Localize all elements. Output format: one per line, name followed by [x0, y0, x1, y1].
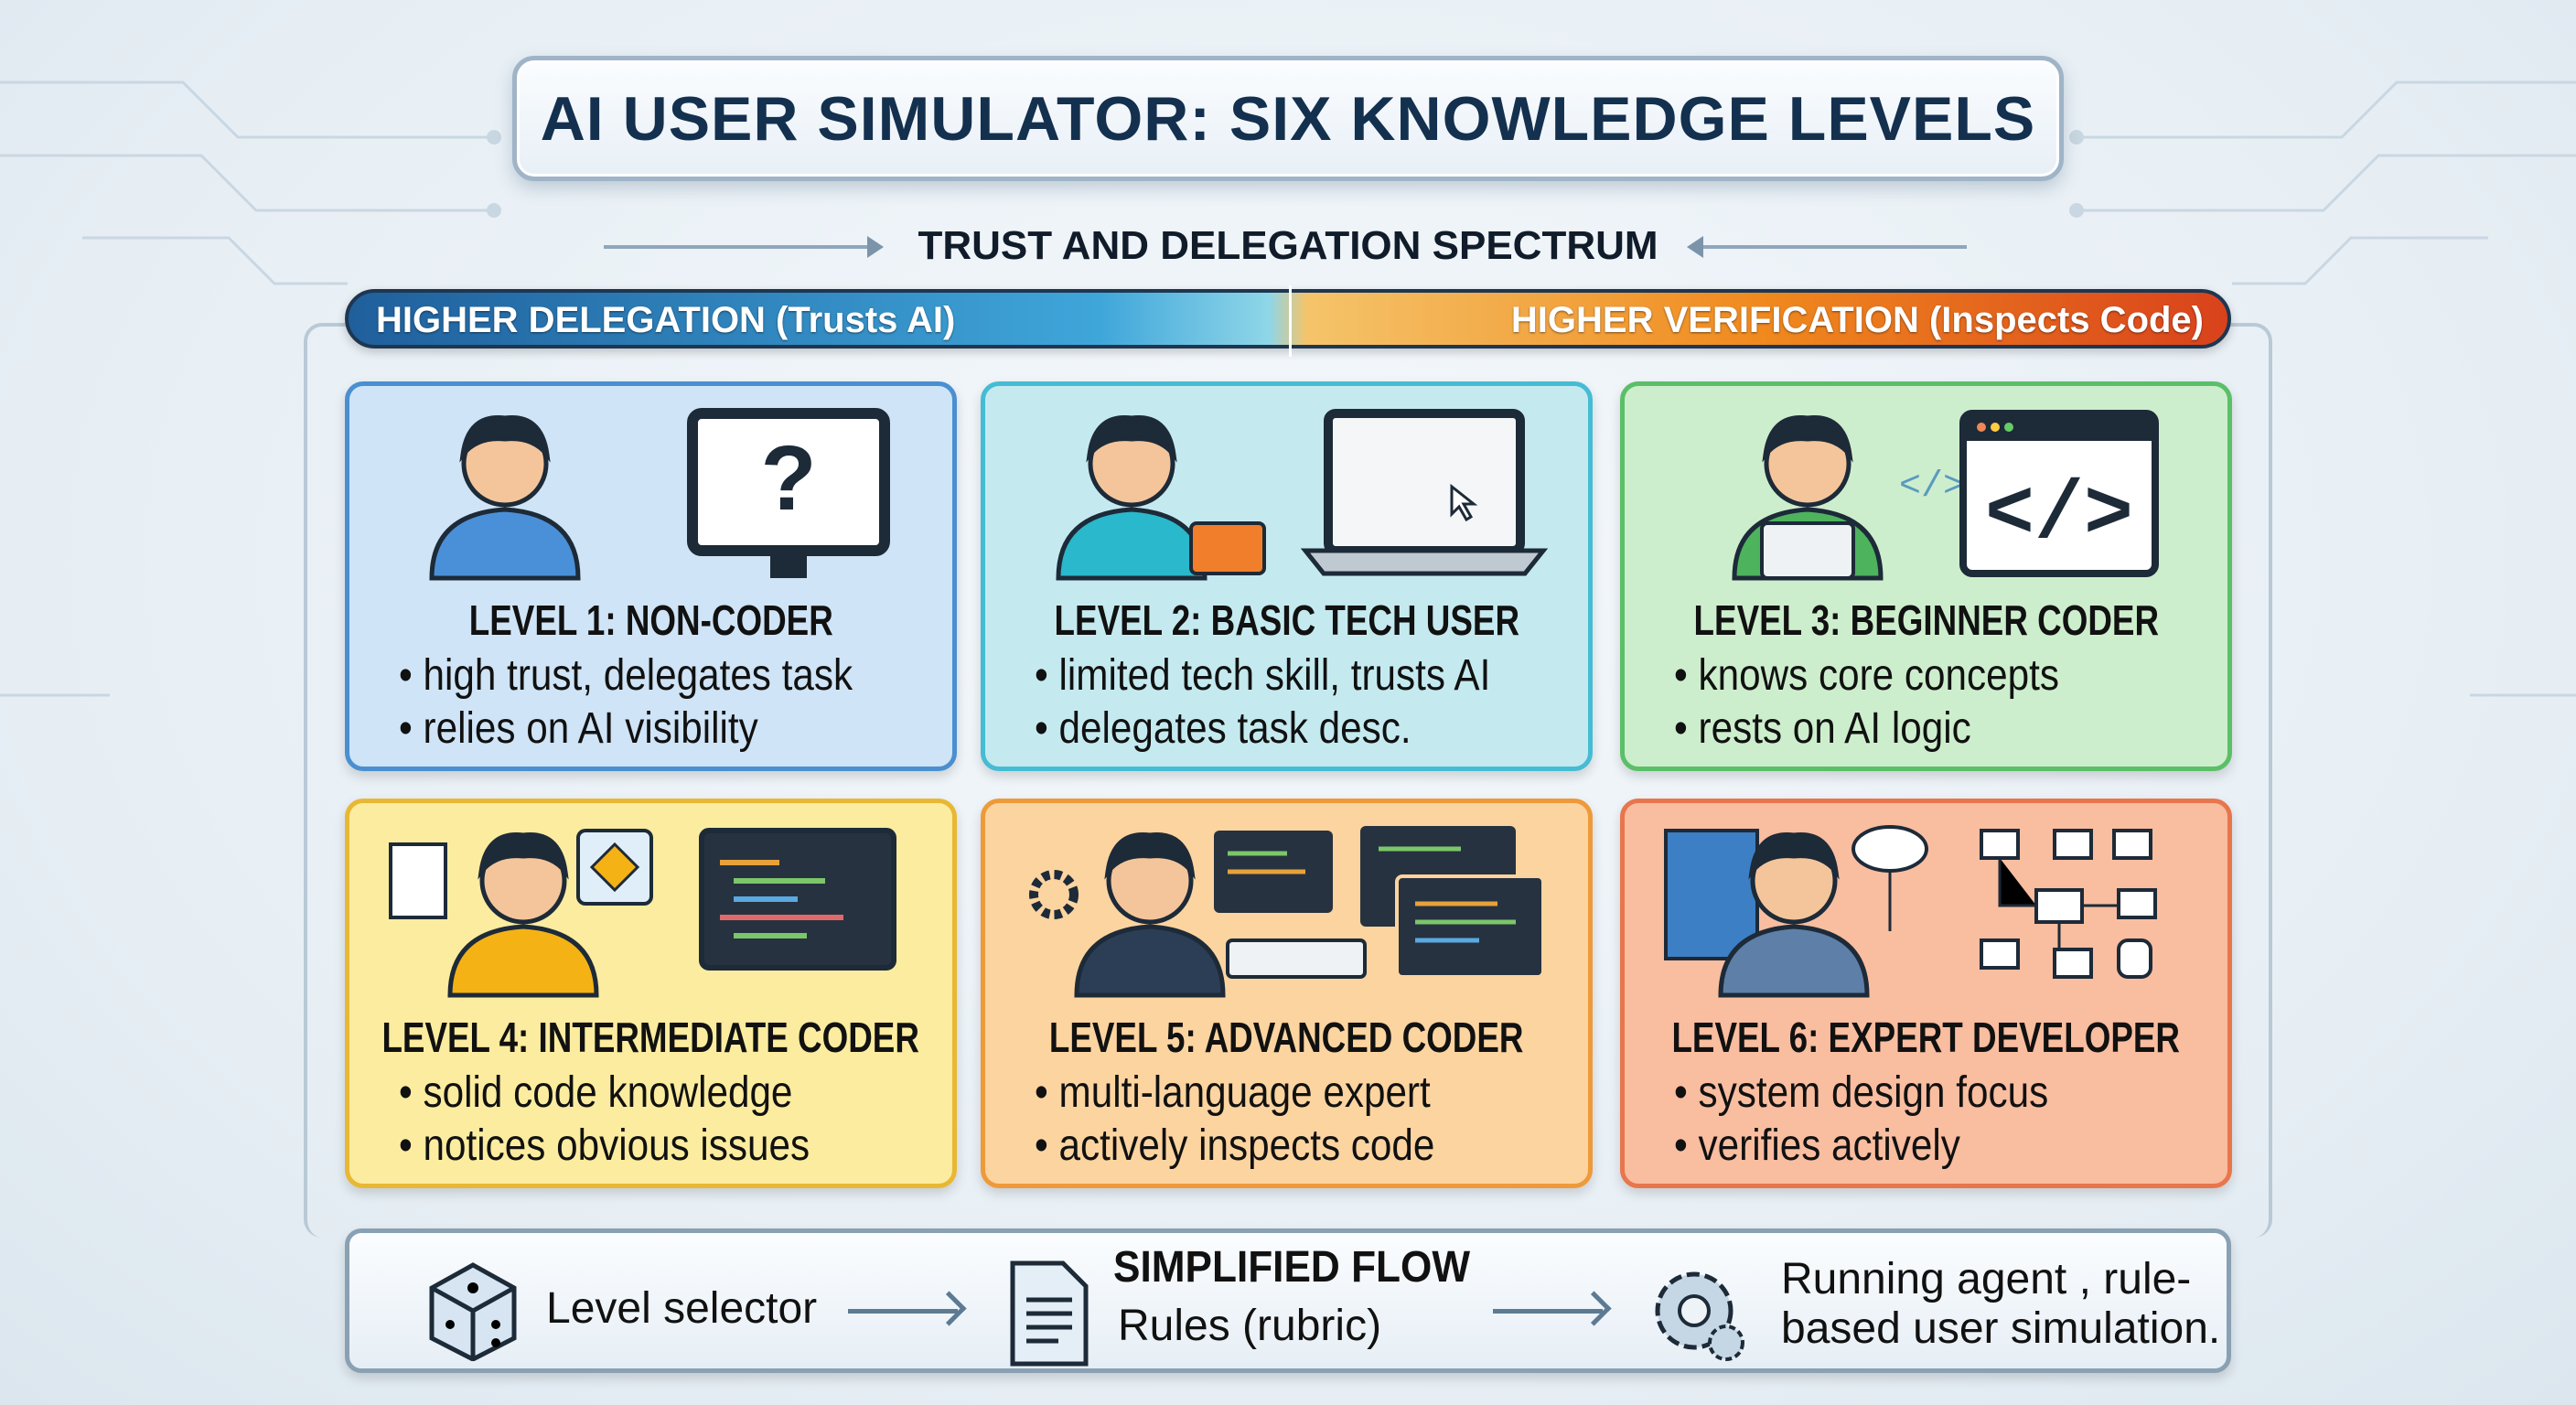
bullet: verifies actively	[1674, 1120, 2157, 1173]
step-running-agent: Running agent , rule-based user simulati…	[1781, 1255, 2220, 1354]
bullet: relies on AI visibility	[399, 702, 882, 756]
svg-text:?: ?	[760, 427, 816, 530]
laptop-toolbox-icon	[985, 409, 1549, 596]
level-title: LEVEL 2: BASIC TECH USER	[1054, 596, 1519, 644]
level-bullets: solid code knowledgenotices obvious issu…	[399, 1067, 948, 1173]
bullet: multi-language expert	[1035, 1067, 1518, 1120]
svg-text:</>: </>	[1899, 467, 1965, 508]
level-bullets: limited tech skill, trusts AIdelegates t…	[1035, 649, 1583, 756]
bullet: rests on AI logic	[1674, 702, 2157, 756]
step-running-agent-line2: based user simulation.	[1781, 1304, 2221, 1353]
level-bullets: high trust, delegates taskrelies on AI v…	[399, 649, 948, 756]
level-title: LEVEL 5: ADVANCED CODER	[1049, 1014, 1524, 1061]
bullet: high trust, delegates task	[399, 649, 882, 702]
level-card-6: LEVEL 6: EXPERT DEVELOPER system design …	[1620, 799, 2232, 1188]
level-card-1: ? LEVEL 1: NON-CODER high trust, delegat…	[345, 381, 957, 771]
svg-text:</>: </>	[1985, 469, 2133, 563]
code-editor-icon	[389, 828, 896, 1014]
gear-icon	[1655, 1271, 1744, 1361]
level-bullets: multi-language expertactively inspects c…	[1035, 1067, 1583, 1173]
level-title: LEVEL 3: BEGINNER CODER	[1693, 596, 2159, 644]
code-window-icon: </> </>	[1625, 410, 2159, 596]
spectrum-divider	[1289, 285, 1292, 357]
delegation-label: HIGHER DELEGATION (Trusts AI)	[376, 300, 956, 340]
dice-icon	[429, 1262, 517, 1361]
spectrum-title: TRUST AND DELEGATION SPECTRUM	[918, 223, 1658, 268]
flow-arrow-icon	[848, 1309, 958, 1314]
bullet: limited tech skill, trusts AI	[1035, 649, 1518, 702]
level-title: LEVEL 6: EXPERT DEVELOPER	[1671, 1014, 2181, 1061]
simplified-flow-panel: Level selector SIMPLIFIED FLOW Rules (ru…	[345, 1228, 2231, 1373]
page-title: AI USER SIMULATOR: SIX KNOWLEDGE LEVELS	[540, 83, 2036, 154]
bullet: actively inspects code	[1035, 1120, 1518, 1173]
system-architecture-icon	[1664, 825, 2157, 1014]
level-card-2: LEVEL 2: BASIC TECH USER limited tech sk…	[981, 381, 1593, 771]
level-bullets: knows core conceptsrests on AI logic	[1674, 649, 2223, 756]
level-title: LEVEL 4: INTERMEDIATE CODER	[381, 1014, 920, 1061]
bullet: notices obvious issues	[399, 1120, 882, 1173]
level-bullets: system design focusverifies actively	[1674, 1067, 2223, 1173]
non-coder-monitor-icon: ?	[349, 408, 890, 596]
title-banner: AI USER SIMULATOR: SIX KNOWLEDGE LEVELS	[512, 56, 2064, 181]
level-card-3: </> </> LEVEL 3: BEGINNER CODER knows co…	[1620, 381, 2232, 771]
level-title: LEVEL 1: NON-CODER	[468, 596, 833, 644]
bullet: system design focus	[1674, 1067, 2157, 1120]
bullet: knows core concepts	[1674, 649, 2157, 702]
document-icon	[1010, 1260, 1089, 1367]
step-level-selector: Level selector	[546, 1284, 818, 1333]
step-rules: Rules (rubric)	[1118, 1302, 1382, 1350]
bullet: delegates task desc.	[1035, 702, 1518, 756]
bullet: solid code knowledge	[399, 1067, 882, 1120]
flow-heading: SIMPLIFIED FLOW	[1113, 1243, 1471, 1292]
arrow-right-icon	[604, 236, 884, 258]
step-running-agent-line1: Running agent , rule-	[1781, 1255, 2192, 1303]
flow-arrow-icon	[1493, 1309, 1603, 1314]
spectrum-bar: HIGHER DELEGATION (Trusts AI) HIGHER VER…	[345, 285, 2231, 357]
arrow-left-icon	[1687, 236, 1967, 258]
level-card-4: LEVEL 4: INTERMEDIATE CODER solid code k…	[345, 799, 957, 1188]
verification-label: HIGHER VERIFICATION (Inspects Code)	[1510, 300, 2204, 340]
multi-screen-icon	[1029, 826, 1545, 1014]
level-card-5: LEVEL 5: ADVANCED CODER multi-language e…	[981, 799, 1593, 1188]
